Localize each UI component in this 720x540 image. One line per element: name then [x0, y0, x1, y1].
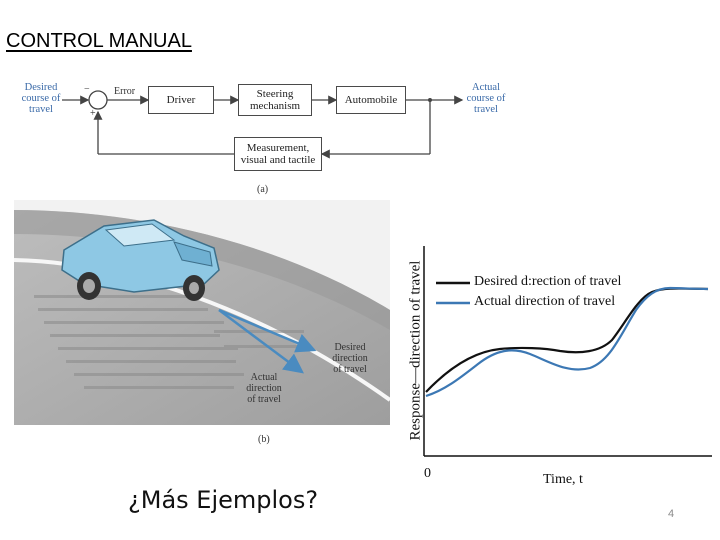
- diagram-output-label: Actual course of travel: [466, 82, 506, 115]
- measurement-block: Measurement, visual and tactile: [234, 137, 322, 171]
- page-number: 4: [668, 508, 675, 520]
- automobile-block: Automobile: [336, 86, 406, 114]
- legend-desired-text: Desired d:rection of travel: [474, 274, 622, 289]
- block-diagram-lines: [62, 90, 464, 159]
- car-icon: [61, 219, 220, 301]
- legend-actual-text: Actual direction of travel: [474, 294, 616, 309]
- summing-minus-sign: −: [84, 84, 90, 95]
- caption-b: (b): [258, 434, 270, 445]
- summing-plus-sign: +: [90, 108, 96, 119]
- error-label: Error: [114, 86, 136, 97]
- desired-direction-label: Desired direction of travel: [332, 342, 368, 375]
- caption-a: (a): [257, 184, 269, 195]
- graph-y-label: Response—direction of travel: [407, 260, 424, 441]
- road-car-picture: [13, 200, 392, 425]
- summing-junction: [88, 90, 108, 110]
- driver-block: Driver: [148, 86, 214, 114]
- bottom-question: ¿Más Ejemplos?: [128, 486, 319, 514]
- slide-title: CONTROL MANUAL: [6, 30, 192, 52]
- steering-mechanism-block: Steering mechanism: [238, 84, 312, 116]
- graph-x-label: Time, t: [543, 472, 583, 487]
- road-illustration: Desired direction of travel Actual direc…: [13, 200, 392, 425]
- actual-direction-label: Actual direction of travel: [246, 372, 282, 405]
- diagram-input-label: Desired course of travel: [21, 82, 61, 115]
- graph-origin-label: 0: [424, 466, 431, 481]
